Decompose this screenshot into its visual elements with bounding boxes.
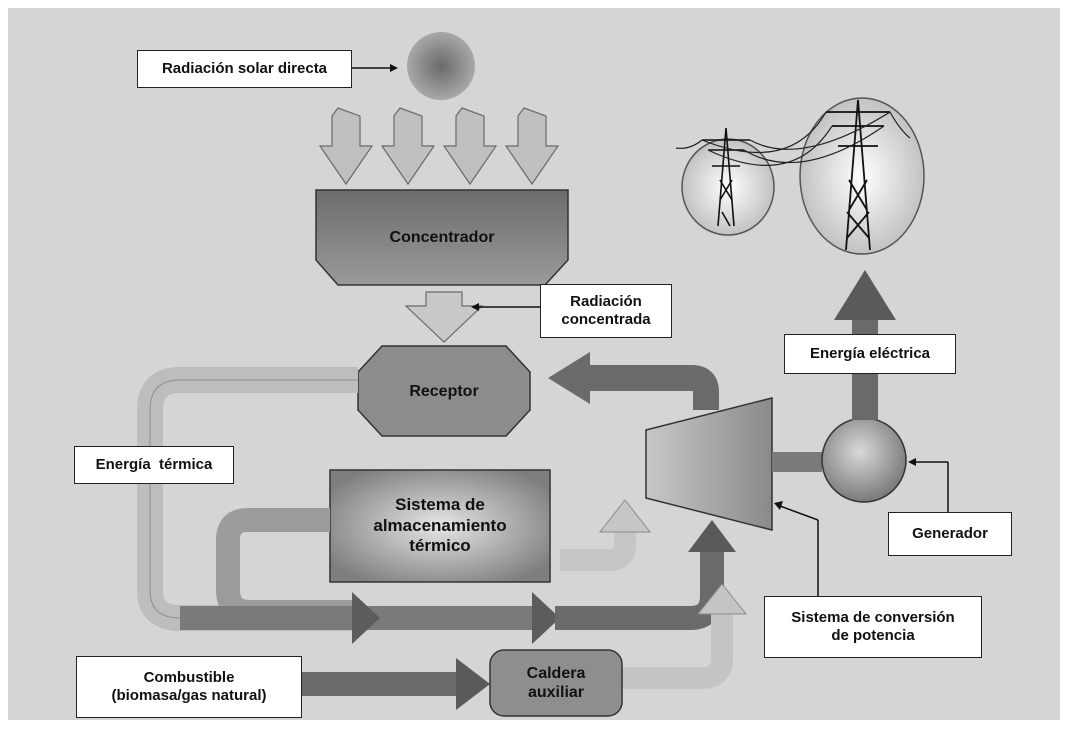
pointer-arrowhead (390, 64, 398, 72)
receptor-label: Receptor (358, 372, 530, 412)
power-towers-icon (675, 97, 925, 255)
auxiliary-boiler-text-1: Caldera (526, 664, 586, 682)
storage-shape (329, 469, 551, 583)
ray-arrow-3 (442, 107, 498, 186)
power-conversion-label: Sistema de conversión de potencia (764, 596, 982, 658)
return-arrowhead (548, 352, 590, 404)
storage-text-2: almacenamiento (373, 515, 507, 535)
generator-shape (821, 417, 907, 503)
power-cables (675, 111, 911, 166)
return-pipe (590, 365, 719, 410)
storage-return-arrowhead (598, 499, 652, 533)
fuel-text-2: (biomasa/gas natural) (111, 687, 267, 704)
thermal-energy-text: Energía térmica (95, 456, 213, 473)
concentrated-arrow (404, 291, 484, 343)
concentrated-radiation-text-2: concentrada (561, 311, 651, 328)
solar-ray-arrows (318, 107, 560, 186)
storage-return-pipe (560, 530, 636, 571)
direct-solar-radiation-text: Radiación solar directa (161, 60, 328, 77)
sun-icon (407, 32, 475, 100)
electric-arrow-head (834, 270, 896, 320)
concentrated-radiation-text-1: Radiación (570, 293, 642, 310)
storage-label: Sistema de almacenamiento térmico (330, 484, 550, 568)
thermal-energy-label: Energía térmica (74, 446, 234, 484)
receptor-text: Receptor (409, 383, 479, 401)
turbine-feed-arrowhead (688, 520, 736, 552)
pointer-arrowhead (774, 501, 783, 510)
tower-bubble-right (799, 97, 925, 255)
tower-left (702, 127, 750, 227)
tower-right (826, 99, 890, 251)
concentrated-radiation-label: Radiación concentrada (540, 284, 672, 338)
generator-label: Generador (888, 512, 1012, 556)
fuel-text-1: Combustible (143, 669, 235, 686)
thermal-loop-edge (149, 379, 360, 619)
concentrator-text: Concentrador (389, 229, 495, 247)
direct-solar-radiation-label: Radiación solar directa (137, 50, 352, 88)
power-conversion-text-1: Sistema de conversión (791, 609, 955, 626)
storage-text-3: térmico (409, 536, 471, 556)
pointer-arrowhead (471, 303, 479, 311)
main-flow-arrowhead-2 (532, 592, 560, 644)
ray-arrow-1 (318, 107, 374, 186)
generator-text: Generador (912, 525, 988, 542)
pointer-arrowhead (908, 458, 916, 466)
auxiliary-boiler-label: Caldera auxiliar (490, 652, 622, 714)
auxiliary-boiler-text-2: auxiliar (527, 684, 585, 701)
storage-text-1: Sistema de (395, 495, 485, 515)
turbine-shape (645, 397, 773, 531)
boiler-flow-pipe (622, 612, 733, 689)
ray-arrow-2 (380, 107, 436, 186)
boiler-flow-arrowhead (696, 583, 748, 615)
turbine-shaft (772, 452, 822, 472)
fuel-label: Combustible (biomasa/gas natural) (76, 656, 302, 718)
electric-energy-label: Energía eléctrica (784, 334, 956, 374)
main-flow-arrowhead-1 (352, 592, 380, 644)
electric-energy-text: Energía eléctrica (809, 345, 931, 362)
pointer-line (779, 505, 819, 521)
fuel-flow-arrowhead (456, 658, 490, 710)
boiler-shape (489, 649, 623, 717)
power-conversion-text-2: de potencia (831, 627, 915, 644)
concentrator-label: Concentrador (316, 218, 568, 258)
ray-arrow-4 (504, 107, 560, 186)
